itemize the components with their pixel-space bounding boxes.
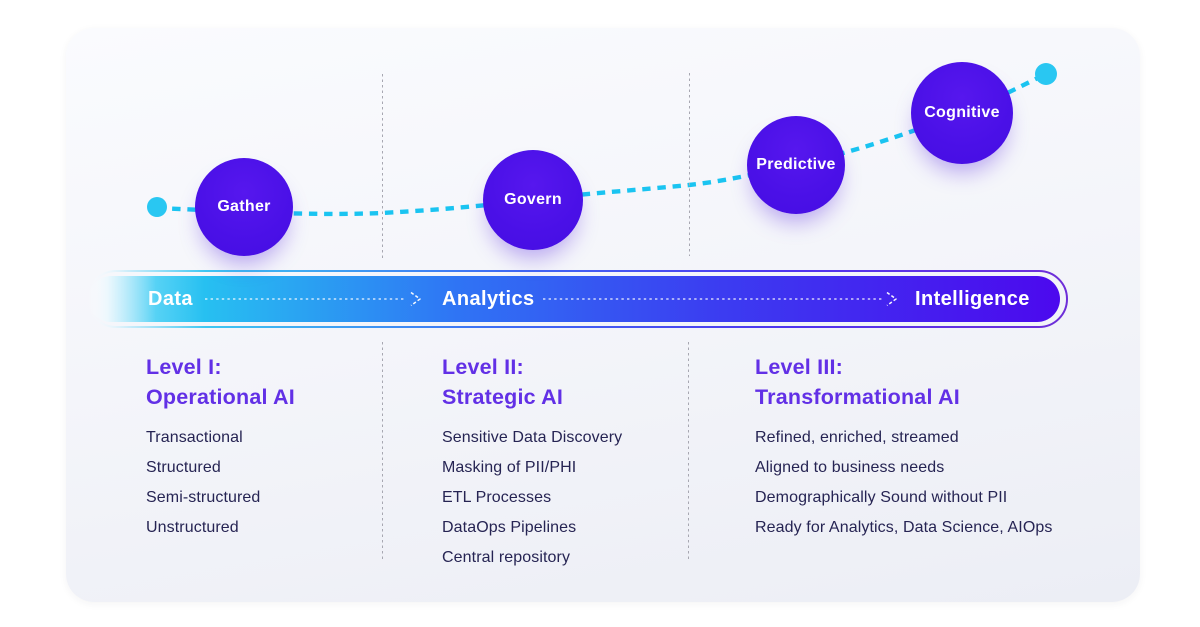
list-item: Transactional [146, 429, 243, 446]
list-item: DataOps Pipelines [442, 519, 577, 536]
level-1-items: Transactional Structured Semi-structured… [146, 428, 386, 538]
separator-top-2 [689, 73, 690, 256]
list-item: Masking of PII/PHI [442, 459, 577, 476]
list-item: ETL Processes [442, 489, 552, 506]
stage-circle-govern: Govern [483, 150, 583, 250]
stage-label: Cognitive [924, 104, 1000, 121]
bar-label-data: Data [148, 288, 193, 310]
stage-label: Govern [504, 191, 562, 208]
level-2-items: Sensitive Data Discovery Masking of PII/… [442, 428, 702, 568]
heading-line-1: Level II: [442, 355, 524, 379]
list-item: Semi-structured [146, 489, 261, 506]
level-1-column: Level I: Operational AI Transactional St… [146, 352, 386, 548]
list-item: Unstructured [146, 519, 239, 536]
stage-circle-predictive: Predictive [747, 116, 845, 214]
separator-bottom-1 [382, 342, 383, 562]
level-3-column: Level III: Transformational AI Refined, … [755, 352, 1105, 548]
heading-line-2: Transformational AI [755, 385, 960, 409]
heading-line-2: Operational AI [146, 385, 295, 409]
list-item: Structured [146, 459, 221, 476]
stage-circle-cognitive: Cognitive [911, 62, 1013, 164]
level-2-column: Level II: Strategic AI Sensitive Data Di… [442, 352, 702, 578]
bar-label-analytics: Analytics [442, 288, 535, 310]
stage-circle-gather: Gather [195, 158, 293, 256]
heading-line-1: Level I: [146, 355, 222, 379]
heading-line-1: Level III: [755, 355, 844, 379]
list-item: Aligned to business needs [755, 459, 945, 476]
level-2-heading: Level II: Strategic AI [442, 352, 702, 412]
separator-top-1 [382, 74, 383, 258]
level-3-items: Refined, enriched, streamed Aligned to b… [755, 428, 1105, 538]
heading-line-2: Strategic AI [442, 385, 564, 409]
list-item: Sensitive Data Discovery [442, 429, 623, 446]
stage-label: Predictive [756, 156, 836, 173]
level-1-heading: Level I: Operational AI [146, 352, 386, 412]
bar-label-intelligence: Intelligence [915, 288, 1030, 310]
list-item: Refined, enriched, streamed [755, 429, 959, 446]
separator-bottom-2 [688, 342, 689, 562]
list-item: Ready for Analytics, Data Science, AIOps [755, 519, 1053, 536]
stage-label: Gather [217, 198, 271, 215]
list-item: Demographically Sound without PII [755, 489, 1008, 506]
level-3-heading: Level III: Transformational AI [755, 352, 1105, 412]
list-item: Central repository [442, 549, 571, 566]
